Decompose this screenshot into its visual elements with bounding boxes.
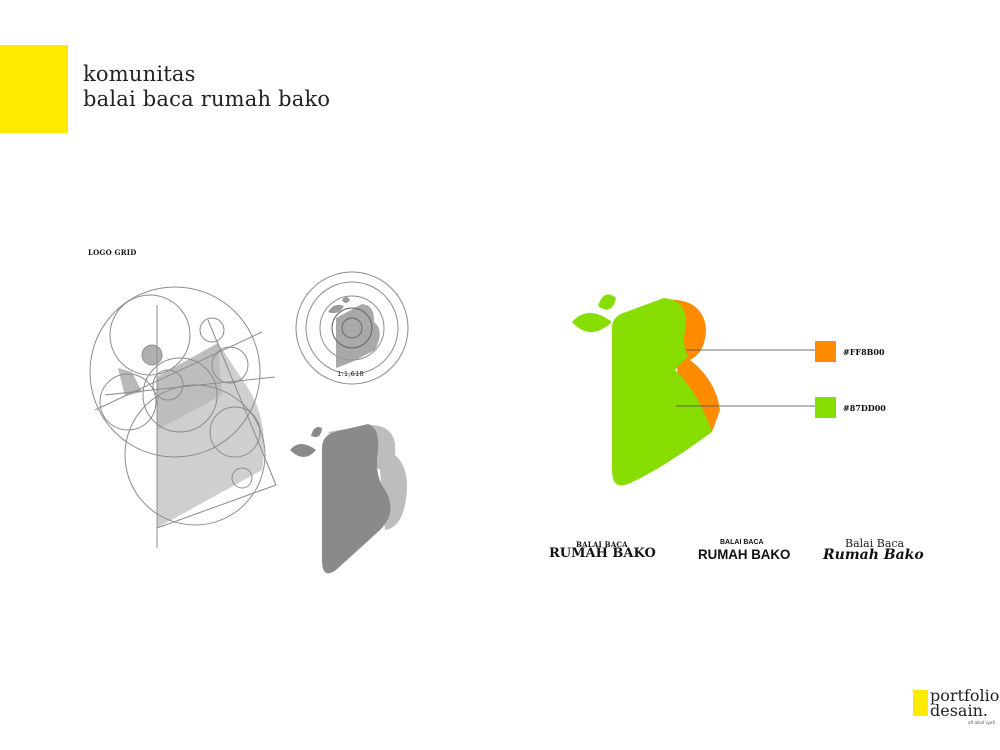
wordmark-serif-bottom: RUMAH BAKO: [549, 546, 656, 561]
ratio-label: 1:1,618: [337, 370, 364, 378]
wordmark-sans-bottom: RUMAH BAKO: [698, 546, 791, 562]
brand-yellow-mark: [913, 690, 928, 716]
grey-logo: [290, 424, 408, 574]
logo-construction-grid: [89, 286, 277, 548]
color-logo: [572, 294, 815, 486]
green-b-body: [612, 298, 712, 486]
swatch-orange: [815, 341, 836, 362]
brand-line1: portfolio: [930, 686, 1000, 705]
yellow-accent-block: [0, 45, 68, 133]
grey-leaf-left: [290, 444, 316, 457]
hex-green-label: #87DD00: [843, 403, 886, 413]
wordmark-sans-top: BALAI BACA: [720, 539, 764, 546]
brand-line2: desain.: [930, 701, 988, 720]
page-title-line1: komunitas: [83, 62, 196, 86]
grey-leaf-top: [311, 427, 322, 437]
logo-grid-label: LOGO GRID: [88, 248, 137, 257]
page-title-line2: balai baca rumah bako: [83, 87, 331, 111]
grid-leaf-fill: [118, 368, 142, 396]
orange-b-part: [660, 299, 720, 432]
grey-b-body: [322, 424, 391, 574]
wordmark-script-bottom: Rumah Bako: [823, 547, 924, 563]
wordmark-script-top: Balai Baca: [845, 537, 905, 550]
green-leaf-left: [572, 313, 612, 332]
green-leaf-top: [598, 294, 616, 310]
ratio-circle-logo: [295, 271, 409, 385]
brand-small-text: aft alkaf syafi: [968, 720, 995, 725]
swatch-green: [815, 397, 836, 418]
hex-orange-label: #FF8B00: [843, 347, 885, 357]
wordmark-serif-top: BALAI BACA: [576, 540, 628, 549]
